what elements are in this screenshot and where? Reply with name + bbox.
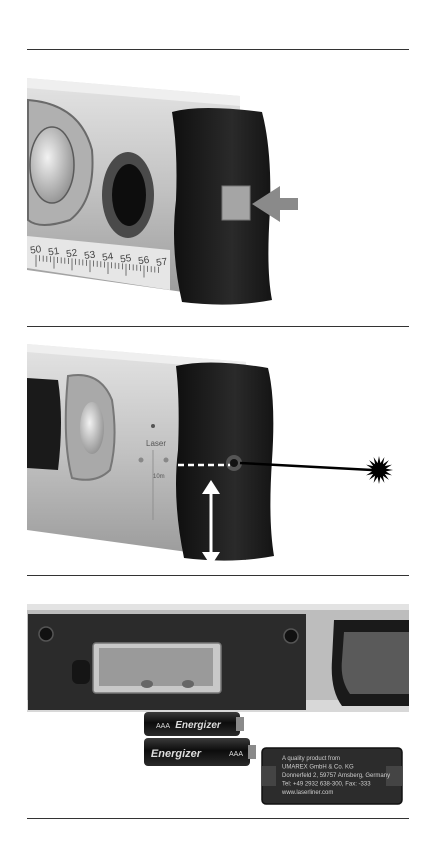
cover-label-line: Tel: +49 2932 638-300, Fax: -333 <box>282 782 371 788</box>
vial-bubble-2 <box>80 402 104 454</box>
scale-tick-label: 56 <box>138 255 151 268</box>
laser-window <box>222 186 250 220</box>
scale-tick-label: 54 <box>102 251 115 264</box>
figure-2-laser-beam: Laser 10m <box>27 344 393 566</box>
scale-tick-label: 50 <box>30 244 43 257</box>
window-left <box>27 378 61 470</box>
scale-tick-label: 57 <box>156 256 169 269</box>
cover-label-line: A quality product from <box>282 756 340 762</box>
scale-tick-label: 55 <box>120 253 133 266</box>
level-top-edge-3 <box>27 604 409 610</box>
panel-text-laser: Laser <box>146 439 166 448</box>
battery-2: Energizer AAA <box>144 738 256 766</box>
window-right-inner <box>342 632 409 694</box>
indicator-dot-right <box>164 458 169 463</box>
figure-1-level-end-cap: 50 51 52 53 54 55 56 57 <box>27 78 298 305</box>
battery-1: Energizer AAA <box>144 712 244 736</box>
vial-bubble <box>30 127 74 203</box>
battery-cavity-inner <box>99 648 213 686</box>
panel-text-range: 10m <box>153 474 165 480</box>
scale-tick-label: 52 <box>66 248 79 261</box>
laser-aperture-inner <box>230 459 238 467</box>
svg-text:AAA: AAA <box>229 751 243 758</box>
laser-symbol-icon <box>151 424 155 428</box>
svg-text:AAA: AAA <box>156 723 170 730</box>
end-cap-2 <box>176 362 274 560</box>
cover-label-line: Donnerfeld 2, 59757 Arnsberg, Germany <box>282 773 390 779</box>
indicator-dot-left <box>139 458 144 463</box>
cover-label-line: www.laserliner.com <box>281 790 333 796</box>
contact-left <box>141 680 153 688</box>
scale-tick-label: 51 <box>48 246 61 259</box>
laser-spot-icon <box>365 456 393 484</box>
svg-text:Energizer: Energizer <box>151 748 202 760</box>
cover-label-line: UMAREX GmbH & Co. KG <box>282 765 354 771</box>
screw-right <box>284 629 298 643</box>
scale-tick-label: 53 <box>84 249 97 262</box>
contact-right <box>182 680 194 688</box>
screw-left <box>39 627 53 641</box>
latch <box>72 660 90 684</box>
mounting-hole <box>112 164 146 226</box>
svg-text:Energizer: Energizer <box>175 720 222 731</box>
figure-3-battery-compartment: Energizer AAA Energizer AAA A quality pr… <box>27 604 409 804</box>
